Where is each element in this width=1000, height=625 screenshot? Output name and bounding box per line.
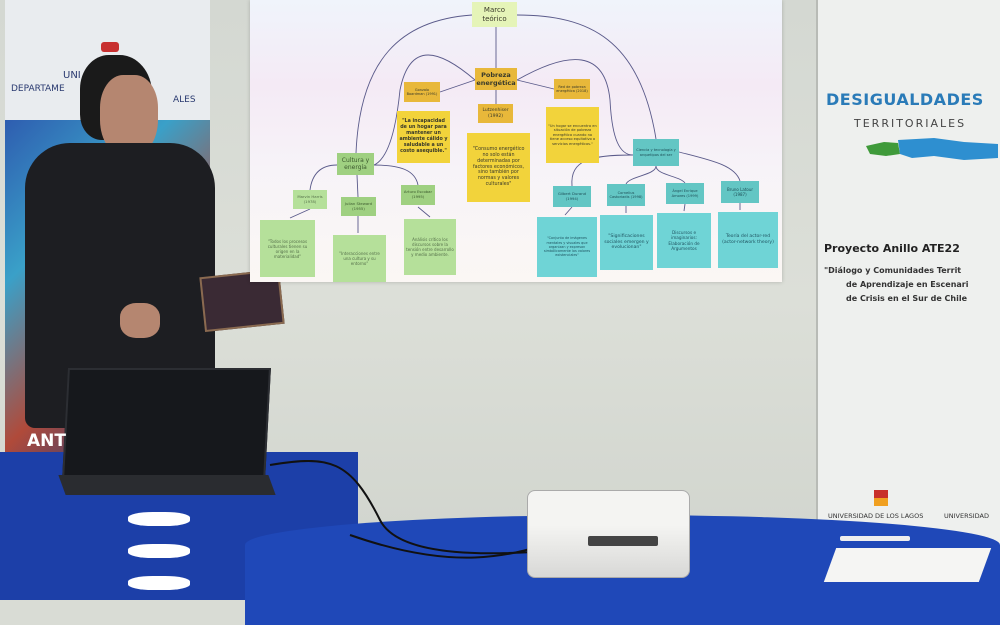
right-banner: DESIGUALDADES TERRITORIALES Proyecto Ani… xyxy=(816,0,1000,545)
node-escobar: Arturo Escobar (1995) xyxy=(401,185,435,205)
node-amores: Ángel Enrique Amores (1999) xyxy=(666,183,704,204)
projected-slide: Marco teórico Pobreza energética Gonzalo… xyxy=(250,0,782,282)
node-latour: Bruno Latour (1987) xyxy=(721,181,759,203)
quote-harris: "Todos los procesos culturales tienen su… xyxy=(260,220,315,277)
laptop-base xyxy=(58,475,276,495)
quote-steward: "Interacciones entre una cultura y su en… xyxy=(333,235,386,282)
quote-boardman: "La incapacidad de un hogar para mantene… xyxy=(397,111,450,163)
logo-icon xyxy=(101,42,119,52)
node-durand: Gilbert Durand (1994) xyxy=(553,186,591,207)
logo-subtitle: TERRITORIALES xyxy=(854,117,967,130)
node-pobreza-energetica: Pobreza energética xyxy=(475,68,517,90)
university-name-2: UNIVERSIDAD xyxy=(944,512,989,520)
node-ciencia-tecnologia: Ciencia y tecnología y arquetipos del se… xyxy=(633,139,679,166)
logo-title: DESIGUALDADES xyxy=(826,90,984,109)
node-cultura-energia: Cultura y energía xyxy=(337,153,374,175)
projector-ports xyxy=(588,536,658,546)
pen xyxy=(840,536,910,541)
project-subtitle-2: de Aprendizaje en Escenari xyxy=(846,280,969,289)
cloth-wave-2 xyxy=(128,544,190,558)
banner-text-2b: ALES xyxy=(173,95,196,105)
banner-text-2: DEPARTAME xyxy=(11,84,65,94)
map-icon xyxy=(866,138,998,160)
quote-castoriadis: "Significaciones sociales emergen y evol… xyxy=(600,215,653,270)
node-harris: Marvin Harris (1978) xyxy=(293,190,327,209)
quote-red-pobreza: "Un hogar se encuentra en situación de p… xyxy=(546,107,599,163)
quote-durand: "Conjunto de imágenes mentales y visuale… xyxy=(537,217,597,277)
banner-text-1: UNI xyxy=(63,70,81,81)
project-subtitle-1: "Diálogo y Comunidades Territ xyxy=(824,266,962,275)
university-name: UNIVERSIDAD DE LOS LAGOS xyxy=(828,512,924,520)
projector xyxy=(527,490,690,578)
node-castoriadis: Cornelius Castoriadis (1998) xyxy=(607,184,645,206)
cloth-wave-1 xyxy=(128,512,190,526)
cloth-wave-3 xyxy=(128,576,190,590)
project-title: Proyecto Anillo ATE22 xyxy=(824,242,960,255)
banner-bottom-text: ANT xyxy=(27,431,66,451)
concept-map-connectors xyxy=(289,14,741,233)
quote-escobar: Análisis crítico los discursos sobre la … xyxy=(404,219,456,275)
node-boardman: Gonzalo Boardman (1991) xyxy=(404,82,440,102)
laptop-screen[interactable] xyxy=(62,368,271,480)
papers xyxy=(823,548,992,582)
university-logo-icon xyxy=(874,490,888,506)
node-steward: Julian Steward (1955) xyxy=(341,197,376,216)
quote-latour: Teoría del actor-red (actor-network theo… xyxy=(718,212,778,268)
quote-lutzenhiser: "Consumo energético no solo están determ… xyxy=(467,133,530,202)
node-red-pobreza: Red de pobreza energética (2018) xyxy=(554,79,590,99)
presenter-hand xyxy=(120,303,160,338)
node-lutzenhiser: Lutzenhiser (1992) xyxy=(478,104,513,123)
node-marco-teorico: Marco teórico xyxy=(472,2,517,27)
project-subtitle-3: de Crisis en el Sur de Chile xyxy=(846,294,968,303)
quote-amores: Discursos e imaginarios: Elaboración de … xyxy=(657,213,711,268)
